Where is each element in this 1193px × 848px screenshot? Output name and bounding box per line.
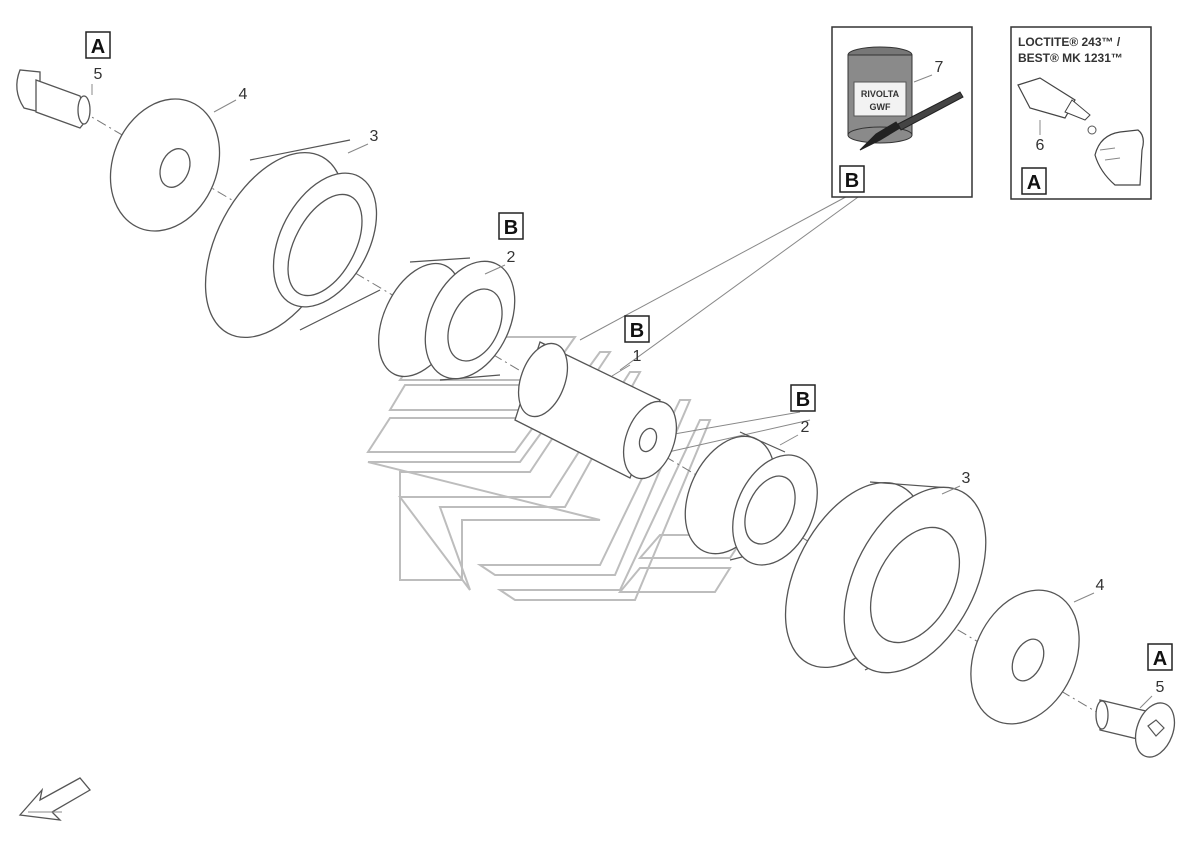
brush-icon (859, 91, 964, 151)
adhesive-bottle-icon (1017, 77, 1097, 135)
svg-text:A: A (1153, 648, 1167, 670)
svg-text:3: 3 (370, 128, 379, 145)
svg-text:B: B (630, 320, 644, 342)
callout-screw-right: A 5 (1139, 643, 1173, 709)
washer-right (970, 589, 1080, 725)
callout-washer-right: 4 (1073, 577, 1105, 603)
roller-right (784, 481, 987, 674)
svg-text:5: 5 (1156, 679, 1165, 696)
svg-text:4: 4 (1096, 577, 1105, 594)
svg-text:B: B (796, 389, 810, 411)
svg-text:7: 7 (935, 59, 944, 76)
callout-roller-right: 3 (941, 470, 971, 495)
svg-text:B: B (504, 217, 518, 239)
svg-text:B: B (845, 170, 859, 192)
hand-icon (1094, 129, 1144, 186)
roller-left (204, 139, 381, 339)
svg-text:4: 4 (239, 86, 248, 103)
svg-text:2: 2 (507, 249, 516, 266)
svg-text:3: 3 (962, 470, 971, 487)
svg-text:A: A (91, 36, 105, 58)
svg-text:A: A (1027, 172, 1041, 194)
direction-arrow-icon (18, 777, 91, 821)
svg-text:BEST® MK 1231™: BEST® MK 1231™ (1018, 51, 1123, 65)
callout-screw-left: A 5 (85, 31, 111, 95)
svg-text:1: 1 (633, 348, 642, 365)
svg-text:6: 6 (1036, 137, 1045, 154)
svg-text:RIVOLTA: RIVOLTA (861, 89, 900, 99)
callout-roller-left: 3 (347, 128, 379, 154)
grease-panel: RIVOLTA GWF 7 B (831, 26, 973, 198)
bushing-right (684, 431, 818, 566)
callout-bushing-right: B 2 (779, 384, 816, 446)
svg-text:GWF: GWF (870, 102, 891, 112)
screw-right (1095, 699, 1176, 758)
callout-washer-left: 4 (213, 86, 248, 113)
grease-can-icon: RIVOLTA GWF (847, 46, 913, 144)
bushing-left (378, 257, 516, 381)
shaft (514, 341, 678, 480)
svg-text:5: 5 (94, 66, 103, 83)
adhesive-panel: LOCTITE® 243™ / BEST® MK 1231™ 6 A (1010, 26, 1152, 200)
callout-shaft: B 1 (611, 315, 650, 377)
svg-text:2: 2 (801, 419, 810, 436)
screw-left (16, 69, 91, 129)
washer-left (109, 98, 221, 232)
svg-text:LOCTITE® 243™ /: LOCTITE® 243™ / (1018, 35, 1121, 49)
callout-bushing-left: B 2 (484, 212, 524, 275)
